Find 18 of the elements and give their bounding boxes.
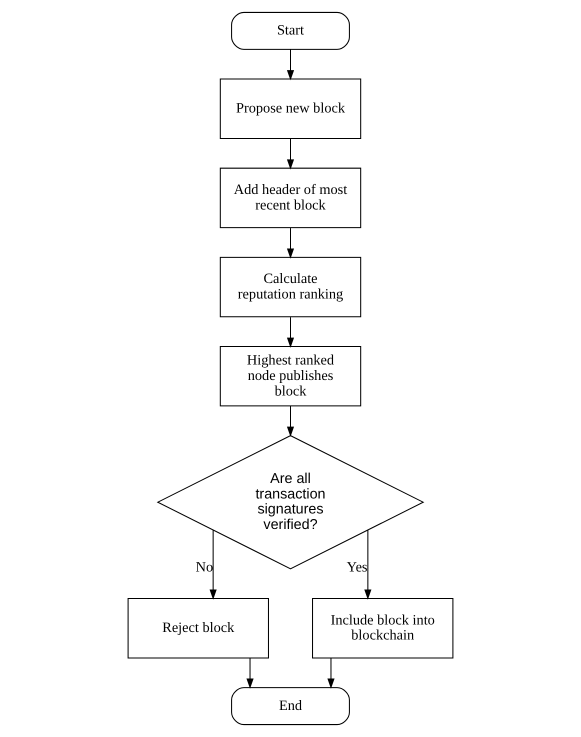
arrow — [327, 658, 335, 689]
arrow — [286, 317, 294, 348]
node-box: Start — [231, 12, 350, 50]
node-box: Include block into blockchain — [312, 598, 454, 658]
arrow — [364, 530, 372, 600]
arrow — [286, 49, 294, 80]
node-box: Highest ranked node publishes block — [220, 346, 362, 406]
node-box: Add header of most recent block — [220, 168, 362, 228]
arrow — [246, 658, 254, 689]
node-box: End — [231, 687, 350, 726]
arrow — [286, 138, 294, 170]
node-box: Reject block — [128, 598, 269, 658]
edge-label: Yes — [346, 560, 368, 576]
node-box: Propose new block — [220, 78, 362, 139]
arrow — [210, 530, 217, 600]
arrow — [286, 228, 294, 259]
arrow — [286, 406, 294, 437]
node-box: Calculate reputation ranking — [220, 256, 362, 318]
